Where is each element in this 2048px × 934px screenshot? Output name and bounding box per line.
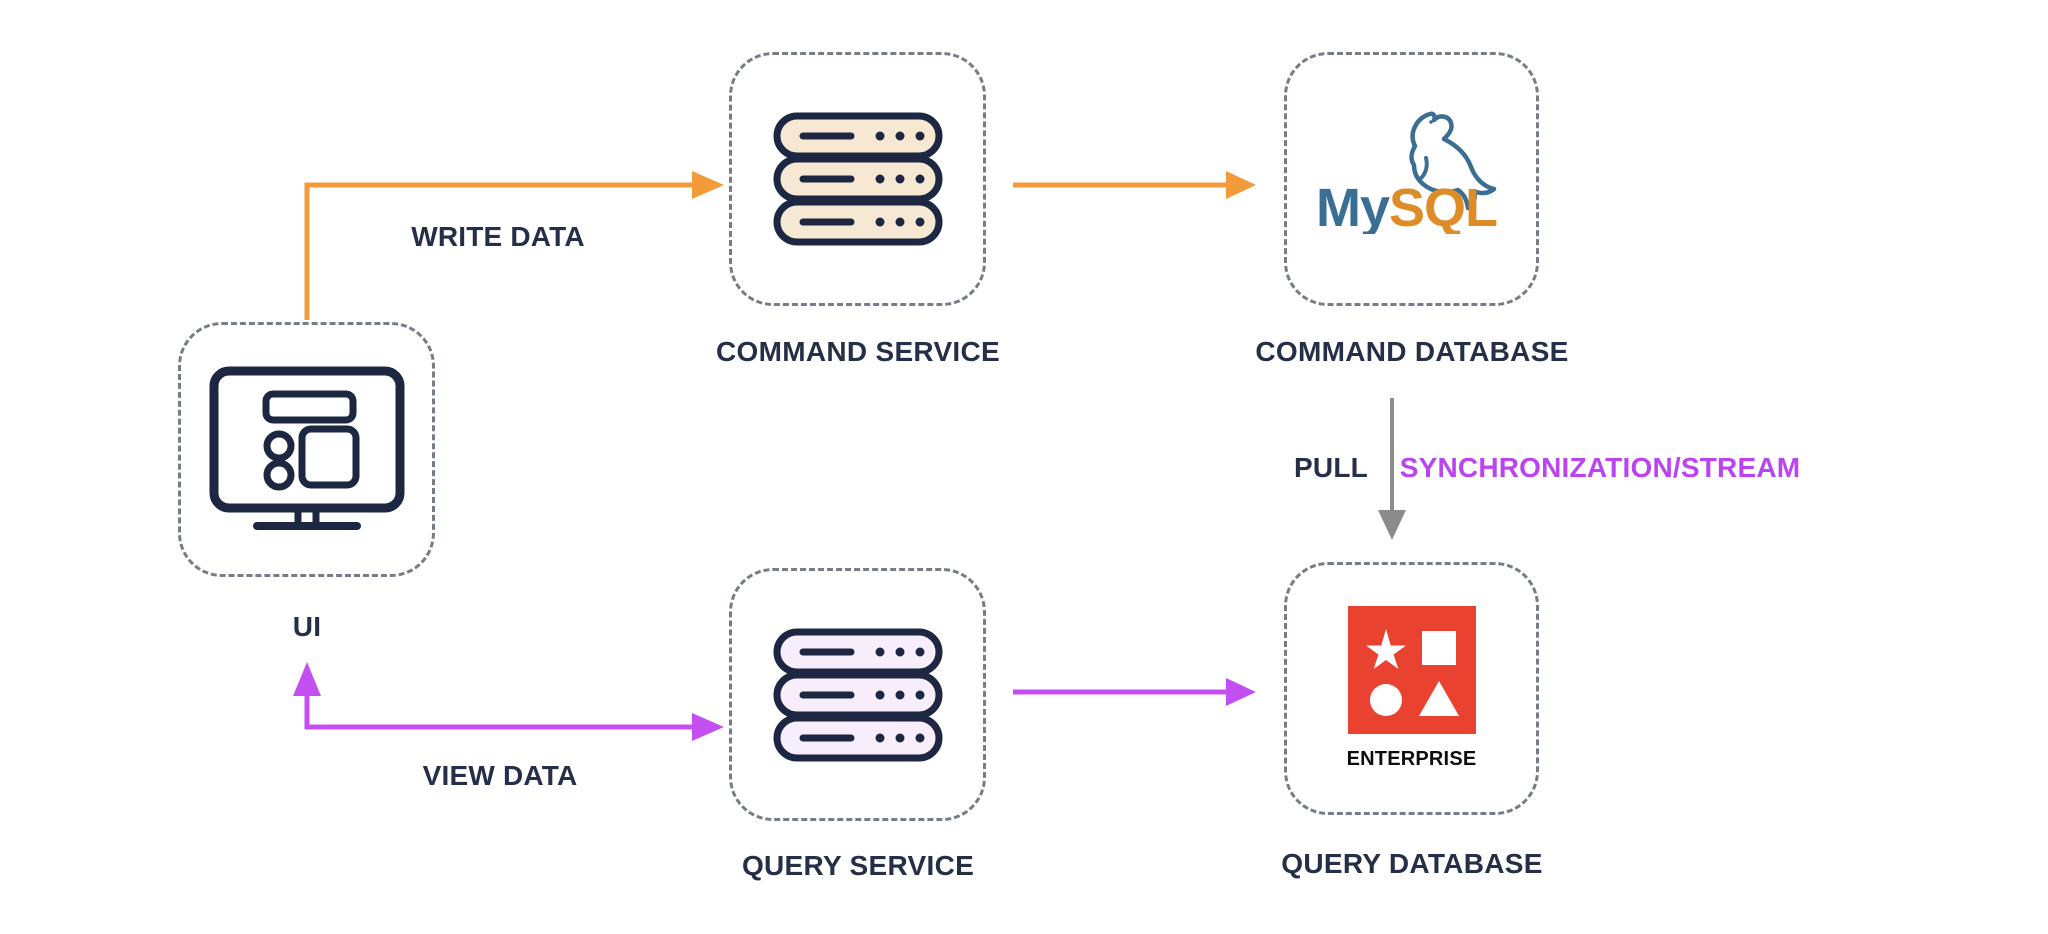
node-label-query-service: QUERY SERVICE [741,850,975,881]
enterprise-logo [1347,606,1476,734]
triangle-shape [1418,681,1459,716]
mysql-logo: MySQL [1316,111,1498,234]
mysql-wordmark-my: My [1316,178,1390,234]
node-command-service [729,52,986,306]
edge-label-write-data: WRITE DATA [411,221,585,252]
node-command-database: MySQL [1284,52,1539,306]
write-data-arrow [304,171,724,320]
mysql-dolphin-icon [1408,111,1496,211]
mysql-wordmark-sql: SQL [1389,178,1497,234]
star-shape [1365,629,1406,669]
query-service-to-database-arrow [1013,678,1256,706]
enterprise-wordmark: ENTERPRISE [1346,748,1477,770]
monitor-icon [209,366,404,530]
circle-shape [1369,684,1402,716]
edge-label-view-data: VIEW DATA [422,760,578,791]
square-shape [1421,631,1456,665]
edge-label-pull: PULL [1294,452,1368,483]
node-label-ui: UI [292,611,322,642]
node-label-command-service: COMMAND SERVICE [715,336,1001,367]
node-query-database: ENTERPRISE [1284,562,1539,815]
svg-text:MySQL: MySQL [1316,178,1497,234]
server-stack-icon [773,112,942,246]
command-service-to-database-arrow [1013,171,1256,199]
server-stack-icon [773,628,942,761]
node-label-command-database: COMMAND DATABASE [1255,336,1569,367]
edge-label-synchronization-stream: SYNCHRONIZATION/STREAM [1399,452,1801,483]
node-query-service [729,568,986,821]
view-data-arrow [293,662,724,741]
node-ui [178,322,435,577]
sync-stream-arrow [1378,398,1406,540]
node-label-query-database: QUERY DATABASE [1281,848,1543,879]
